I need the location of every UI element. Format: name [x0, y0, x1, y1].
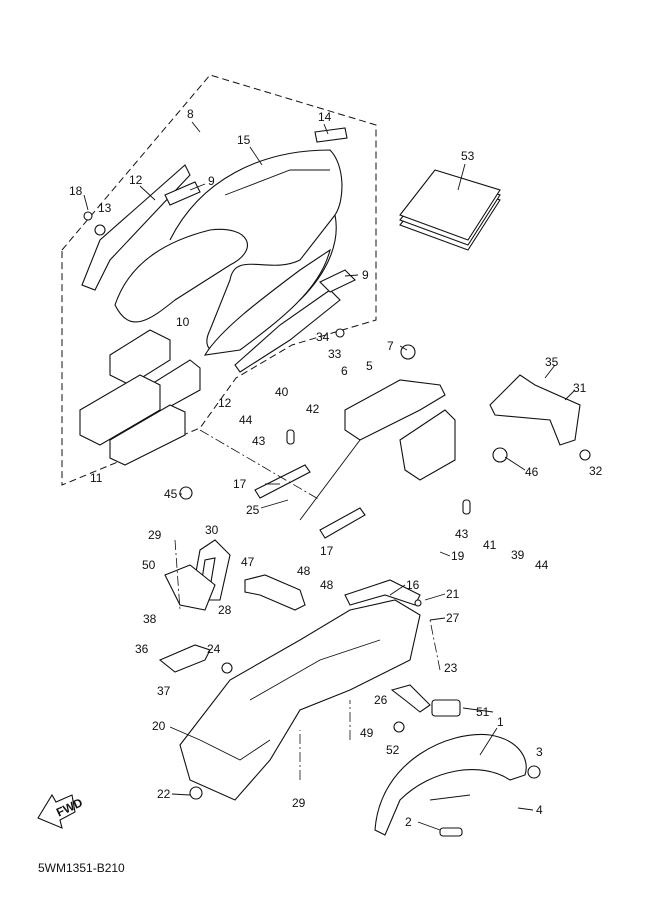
diagram-code: 5WM1351-B210 [38, 861, 125, 875]
callout-31: 31 [573, 381, 587, 395]
callout-15: 15 [237, 133, 251, 147]
stay-part [319, 507, 366, 539]
strap-part [244, 574, 306, 611]
callout-46: 46 [525, 465, 539, 479]
callout-53: 53 [461, 149, 475, 163]
decal-part [164, 181, 201, 206]
callout-14: 14 [318, 110, 332, 124]
callout-labels: 8 14 15 53 18 12 9 13 9 34 33 10 7 6 5 3… [69, 107, 603, 829]
callout-9: 9 [208, 174, 215, 188]
callout-7: 7 [387, 339, 394, 353]
fasteners [83, 211, 591, 837]
callout-2: 2 [405, 815, 412, 829]
callout-33: 33 [328, 347, 342, 361]
callout-17: 17 [320, 544, 334, 558]
bracket-part [158, 644, 211, 673]
callout-38: 38 [143, 612, 157, 626]
callout-52: 52 [386, 743, 400, 757]
callout-23: 23 [444, 661, 458, 675]
callout-45: 45 [164, 487, 178, 501]
callout-26: 26 [374, 693, 388, 707]
callout-10: 10 [176, 315, 190, 329]
assembly-guides [174, 429, 441, 780]
callout-17: 17 [233, 477, 247, 491]
callout-48: 48 [297, 564, 311, 578]
front-fender-part [374, 733, 527, 836]
callout-40: 40 [275, 385, 289, 399]
side-cover-part [81, 164, 191, 291]
leader-lines [83, 123, 576, 831]
seat-cowl-part [114, 149, 343, 356]
side-cover-part [234, 289, 341, 373]
callout-28: 28 [218, 603, 232, 617]
callout-50: 50 [142, 558, 156, 572]
callout-42: 42 [306, 402, 320, 416]
callout-18: 18 [69, 184, 83, 198]
callout-30: 30 [205, 523, 219, 537]
callout-1: 1 [497, 715, 504, 729]
callout-12: 12 [129, 173, 143, 187]
callout-34: 34 [316, 330, 330, 344]
rear-fender-part [179, 579, 421, 801]
callout-44: 44 [239, 413, 253, 427]
seat-assembly-boundary [61, 74, 377, 486]
callout-29: 29 [148, 528, 162, 542]
callout-16: 16 [406, 578, 420, 592]
callout-29: 29 [292, 796, 306, 810]
callout-13: 13 [98, 201, 112, 215]
callout-6: 6 [341, 364, 348, 378]
bracket-part [164, 564, 216, 611]
callout-24: 24 [207, 642, 221, 656]
callout-49: 49 [360, 726, 374, 740]
callout-41: 41 [483, 538, 497, 552]
callout-21: 21 [446, 587, 460, 601]
callout-22: 22 [157, 787, 171, 801]
callout-8: 8 [187, 107, 194, 121]
callout-43: 43 [252, 434, 266, 448]
rear-frame-part [299, 379, 456, 521]
bracket-part [489, 374, 581, 446]
callout-51: 51 [476, 705, 490, 719]
foam-pads-part [79, 329, 201, 466]
bracket-part [390, 684, 431, 713]
callout-37: 37 [157, 684, 171, 698]
callout-20: 20 [152, 719, 166, 733]
callout-12: 12 [218, 396, 232, 410]
fwd-label: FWD [54, 795, 85, 819]
stay-part [254, 464, 311, 499]
fwd-arrow-icon: FWD [37, 793, 85, 829]
callout-3: 3 [536, 745, 543, 759]
callout-5: 5 [366, 359, 373, 373]
callout-39: 39 [511, 548, 525, 562]
decal-part [319, 269, 356, 293]
callout-47: 47 [241, 555, 255, 569]
emblem-part [314, 127, 348, 143]
callout-25: 25 [246, 503, 260, 517]
callout-32: 32 [589, 464, 603, 478]
callout-4: 4 [536, 803, 543, 817]
callout-48: 48 [320, 578, 334, 592]
callout-36: 36 [135, 642, 149, 656]
callout-44: 44 [535, 558, 549, 572]
manual-part [399, 169, 501, 251]
callout-9: 9 [362, 268, 369, 282]
callout-19: 19 [451, 549, 465, 563]
callout-27: 27 [446, 611, 460, 625]
callout-35: 35 [545, 355, 559, 369]
callout-11: 11 [90, 471, 103, 485]
reflector-part [431, 699, 461, 717]
callout-43: 43 [455, 527, 469, 541]
